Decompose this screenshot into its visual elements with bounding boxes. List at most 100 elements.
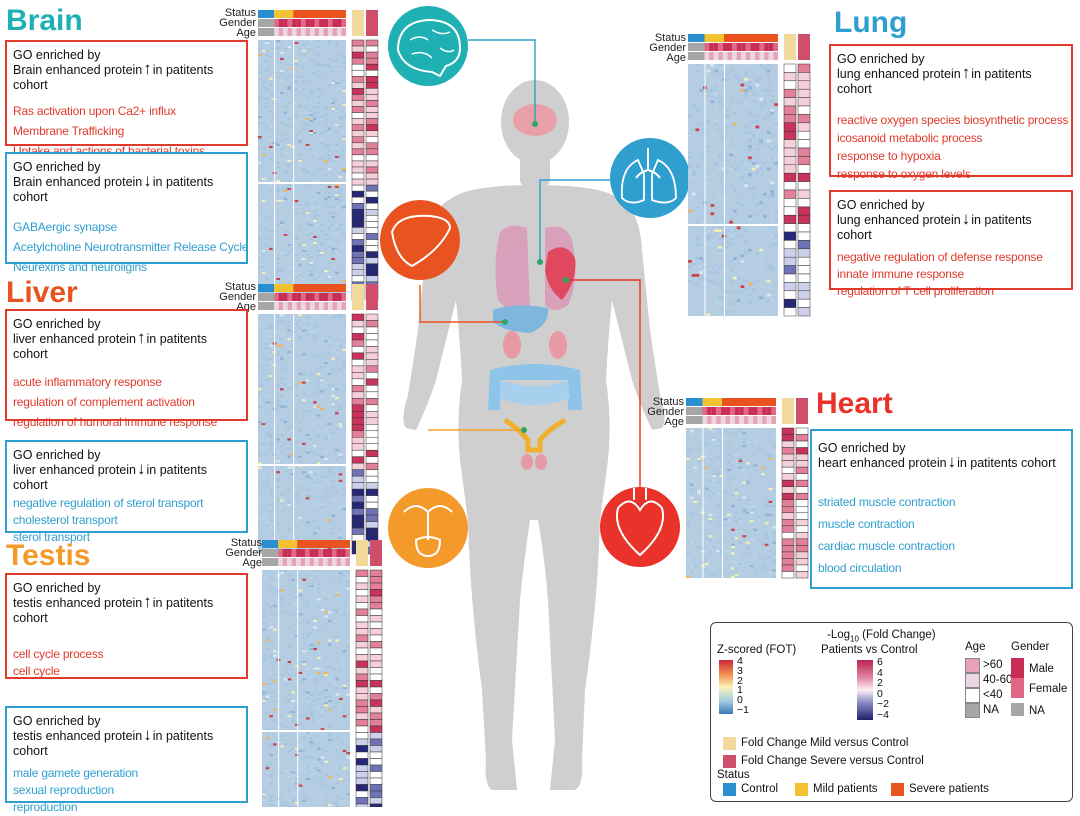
testis-go-down-box: GO enriched by testis enhanced protein↓i… — [5, 706, 248, 814]
lung-go-down-box: GO enriched by lung enhanced protein↓in … — [829, 190, 1073, 298]
status-label: Mild patients — [813, 783, 878, 795]
cohort-label: in patitents cohort — [13, 463, 207, 492]
age-swatch — [965, 703, 980, 718]
go-header: GO enriched by — [13, 448, 101, 462]
testis-title: Testis — [6, 539, 91, 572]
gender-swatch — [1011, 658, 1024, 678]
down-arrow-icon: ↓ — [143, 171, 152, 190]
cohort-label: in patitents cohort — [837, 213, 1032, 242]
cohort-label: in patitents cohort — [13, 596, 214, 625]
liver-go-down-box: GO enriched by liver enhanced protein↓in… — [5, 440, 248, 544]
cohort-label: in patitents cohort — [957, 456, 1056, 470]
protein-label: liver enhanced protein — [13, 332, 136, 346]
lung-icon — [610, 138, 690, 218]
down-arrow-icon: ↓ — [947, 452, 957, 471]
gender-swatch — [1011, 703, 1024, 716]
protein-label: lung enhanced protein — [837, 67, 961, 81]
go-term: cardiac muscle contraction — [818, 539, 955, 553]
protein-label: testis enhanced protein — [13, 729, 143, 743]
protein-label: testis enhanced protein — [13, 596, 143, 610]
go-header: GO enriched by — [13, 581, 101, 595]
age-label: 40-60 — [983, 674, 1013, 686]
age-label: >60 — [983, 659, 1003, 671]
brain-go-down-box: GO enriched by Brain enhanced protein↓in… — [5, 152, 249, 274]
go-term: negative regulation of defense response — [837, 250, 1043, 264]
fc-severe-label: Fold Change Severe versus Control — [741, 755, 924, 767]
lung-heatmap — [688, 34, 811, 317]
brain-icon — [388, 6, 468, 86]
age-label: NA — [983, 704, 999, 716]
go-term: regulation of humoral immune response — [13, 415, 218, 429]
go-header: GO enriched by — [13, 160, 101, 174]
organ-markers — [502, 121, 569, 433]
up-arrow-icon: ↑ — [961, 63, 971, 82]
liver-icon — [380, 200, 460, 280]
status-swatch — [891, 783, 904, 796]
zscore-colorbar — [719, 660, 733, 714]
go-term: reactive oxygen species biosynthetic pro… — [837, 113, 1069, 127]
go-term: striated muscle contraction — [818, 495, 956, 509]
heart-icon — [600, 487, 680, 567]
lung-go-up-box: GO enriched by lung enhanced protein↑in … — [829, 44, 1073, 181]
go-term: acute inflammatory response — [13, 375, 162, 389]
protein-label: heart enhanced protein — [818, 456, 947, 470]
cohort-label: in patitents cohort — [13, 175, 214, 204]
go-term: response to oxygen levels — [837, 167, 971, 181]
go-term: male gamete generation — [13, 766, 139, 780]
go-term: cholesterol transport — [13, 513, 118, 527]
status-swatch — [795, 783, 808, 796]
zscore-legend-title: Z-scored (FOT) — [717, 644, 797, 656]
liver-go-up-box: GO enriched by liver enhanced protein↑in… — [5, 309, 248, 429]
cohort-label: in patitents cohort — [13, 729, 214, 758]
fc-legend-title: -Log10 (Fold Change) — [827, 629, 936, 644]
go-term: sterol transport — [13, 530, 90, 544]
testis-organ — [503, 417, 567, 470]
go-header: GO enriched by — [837, 52, 925, 66]
up-arrow-icon: ↑ — [143, 592, 152, 611]
status-swatch — [723, 783, 736, 796]
go-header: GO enriched by — [837, 198, 925, 212]
go-term: cell cycle process — [13, 647, 104, 661]
gender-legend-title: Gender — [1011, 641, 1050, 653]
intestine-organ — [488, 364, 582, 410]
lung-title: Lung — [834, 6, 908, 39]
fc-mild-label: Fold Change Mild versus Control — [741, 737, 909, 749]
down-arrow-icon: ↓ — [137, 459, 146, 478]
heart-organ — [545, 247, 576, 300]
testis-heatmap — [262, 540, 383, 807]
go-header: GO enriched by — [13, 714, 101, 728]
liver-heatmap — [258, 284, 379, 555]
age-legend-title: Age — [965, 641, 986, 653]
go-term: innate immune response — [837, 267, 965, 281]
go-term: reproduction — [13, 800, 78, 814]
protein-label: liver enhanced protein — [13, 463, 136, 477]
status-label: Control — [741, 783, 779, 795]
go-term: blood circulation — [818, 561, 902, 575]
organ-connectors — [419, 39, 641, 488]
down-arrow-icon: ↓ — [143, 725, 152, 744]
go-term: GABAergic synapse — [13, 220, 117, 234]
fc-severe-swatch — [723, 755, 736, 768]
up-arrow-icon: ↑ — [137, 328, 146, 347]
go-header: GO enriched by — [818, 441, 906, 455]
protein-label: Brain enhanced protein — [13, 63, 143, 77]
cohort-label: in patitents cohort — [837, 67, 1032, 96]
go-term: cell cycle — [13, 664, 60, 678]
go-term: sexual reproduction — [13, 783, 114, 797]
go-term: Acetylcholine Neurotransmitter Release C… — [13, 240, 249, 254]
go-term: regulation of T cell proliferation — [837, 284, 994, 298]
heart-go-down-box: GO enriched by heart enhanced protein↓in… — [810, 429, 1073, 589]
fc-mild-swatch — [723, 737, 736, 750]
brain-go-up-box: GO enriched by Brain enhanced protein↑in… — [5, 40, 248, 158]
gender-label: NA — [1029, 705, 1045, 717]
brain-heatmap — [258, 10, 379, 301]
gender-label: Female — [1029, 683, 1068, 695]
legend: -Log10 (Fold Change) Z-scored (FOT) Pati… — [710, 622, 1073, 802]
heart-heatmap — [686, 398, 809, 580]
age-swatch — [965, 658, 980, 673]
go-term: regulation of complement activation — [13, 395, 195, 409]
